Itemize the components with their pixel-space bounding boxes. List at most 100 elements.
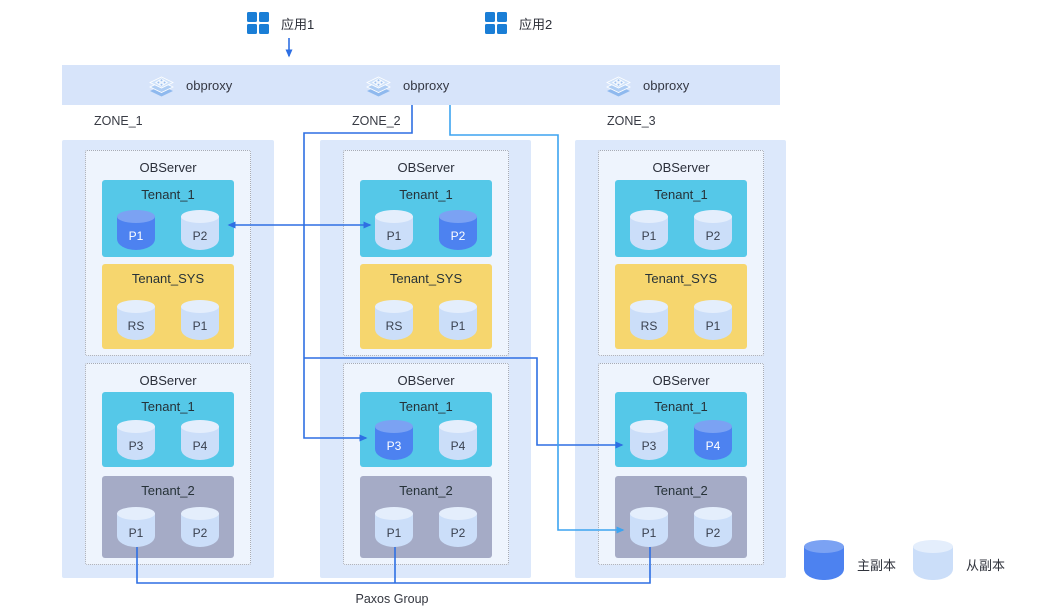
zone2-observer-top: OBServer Tenant_1 P1 P2 Tenant_SYS RS P1 — [343, 150, 509, 356]
partition-label: P4 — [192, 438, 208, 453]
zone3-observer-top: OBServer Tenant_1 P1 P2 Tenant_SYS RS P1 — [598, 150, 764, 356]
tenant-label: Tenant_SYS — [644, 271, 718, 286]
partition-cylinder-secondary: P4 — [181, 420, 219, 460]
tenant-label: Tenant_2 — [654, 483, 708, 498]
partition-cylinder-secondary: P1 — [117, 507, 155, 547]
partition-label: P2 — [450, 525, 466, 540]
obproxy-label: obproxy — [403, 77, 450, 93]
partition-cylinder-secondary: P1 — [694, 300, 732, 340]
partition-label: P1 — [705, 318, 721, 333]
partition-label: P2 — [705, 525, 721, 540]
partition-cylinder-secondary: P3 — [117, 420, 155, 460]
zone1-observer-top: OBServer Tenant_1 P1 P2 Tenant_SYS RS P1 — [85, 150, 251, 356]
zone3-tenant-sys: Tenant_SYS RS P1 — [615, 264, 747, 349]
partition-label: P3 — [641, 438, 657, 453]
partition-label: P4 — [705, 438, 721, 453]
partition-label: P2 — [705, 228, 721, 243]
partition-cylinder-secondary: P2 — [181, 210, 219, 250]
partition-cylinder-secondary: P1 — [375, 210, 413, 250]
partition-cylinder-secondary: RS — [375, 300, 413, 340]
observer-label: OBServer — [139, 373, 197, 388]
partition-label: P2 — [192, 525, 208, 540]
obproxy-stack-icon — [149, 76, 174, 96]
obproxy-bar: obproxy obproxy — [62, 65, 780, 105]
tenant-label: Tenant_SYS — [389, 271, 463, 286]
tenant-label: Tenant_1 — [399, 187, 453, 202]
partition-label: P1 — [192, 318, 208, 333]
partition-cylinder-secondary: P2 — [439, 507, 477, 547]
obproxy-node-3: obproxy — [605, 65, 689, 105]
partition-cylinder-primary: P4 — [694, 420, 732, 460]
tenant-label: Tenant_1 — [654, 399, 708, 414]
partition-cylinder-secondary: P2 — [694, 507, 732, 547]
tenant-label: Tenant_SYS — [131, 271, 205, 286]
tenant-label: Tenant_1 — [399, 399, 453, 414]
tenant-label: Tenant_2 — [399, 483, 453, 498]
zone1-observer-bottom: OBServer Tenant_1 P3 P4 Tenant_2 P1 P2 — [85, 363, 251, 565]
partition-label: P2 — [450, 228, 466, 243]
partition-label: P2 — [192, 228, 208, 243]
zone3-tenant-1-top: Tenant_1 P1 P2 — [615, 180, 747, 257]
tenant-label: Tenant_1 — [654, 187, 708, 202]
zone2-observer-bottom: OBServer Tenant_1 P3 P4 Tenant_2 P1 P2 — [343, 363, 509, 565]
obproxy-node-2: obproxy — [365, 65, 449, 105]
app-2-label: 应用2 — [519, 16, 553, 32]
partition-cylinder-secondary: P1 — [181, 300, 219, 340]
zone-3-panel: ZONE_3 OBServer Tenant_1 P1 P2 Tenant_SY… — [575, 114, 786, 578]
zone1-tenant-1-top: Tenant_1 P1 P2 — [102, 180, 234, 257]
legend-primary-label: 主副本 — [857, 558, 897, 573]
zone2-tenant-sys: Tenant_SYS RS P1 — [360, 264, 492, 349]
observer-label: OBServer — [139, 160, 197, 175]
app-1-node: 应用1 — [247, 12, 314, 34]
legend-primary-cylinder — [804, 540, 844, 580]
observer-label: OBServer — [397, 373, 455, 388]
partition-label: P4 — [450, 438, 466, 453]
tenant-label: Tenant_1 — [141, 399, 195, 414]
legend-secondary-label: 从副本 — [966, 558, 1006, 573]
obproxy-label: obproxy — [186, 77, 233, 93]
zone-2-panel: ZONE_2 OBServer Tenant_1 P1 P2 Tenant_SY… — [320, 114, 531, 578]
partition-cylinder-secondary: P2 — [181, 507, 219, 547]
partition-cylinder-secondary: P1 — [375, 507, 413, 547]
app-grid-icon — [485, 12, 507, 34]
obproxy-stack-icon — [606, 76, 631, 96]
zone-1-panel: ZONE_1 OBServer Tenant_1 P1 P2 Tenant_SY… — [62, 114, 274, 578]
partition-label: P3 — [128, 438, 144, 453]
legend-secondary-cylinder — [913, 540, 953, 580]
partition-cylinder-secondary: RS — [117, 300, 155, 340]
partition-cylinder-secondary: P1 — [439, 300, 477, 340]
partition-cylinder-secondary: P3 — [630, 420, 668, 460]
partition-cylinder-primary: P1 — [117, 210, 155, 250]
partition-cylinder-primary: P3 — [375, 420, 413, 460]
tenant-label: Tenant_1 — [141, 187, 195, 202]
zone3-observer-bottom: OBServer Tenant_1 P3 P4 Tenant_2 P1 P2 — [598, 363, 764, 565]
paxos-group-label: Paxos Group — [355, 592, 429, 606]
obproxy-stack-icon — [366, 76, 391, 96]
partition-label: P1 — [450, 318, 466, 333]
zone2-tenant-2: Tenant_2 P1 P2 — [360, 476, 492, 558]
zone-2-label: ZONE_2 — [352, 114, 401, 128]
partition-cylinder-secondary: P1 — [630, 210, 668, 250]
partition-label: P1 — [386, 228, 402, 243]
zone3-tenant-2: Tenant_2 P1 P2 — [615, 476, 747, 558]
partition-label: RS — [385, 318, 403, 333]
zone1-tenant-1-bottom: Tenant_1 P3 P4 — [102, 392, 234, 467]
obproxy-label: obproxy — [643, 77, 690, 93]
partition-cylinder-secondary: RS — [630, 300, 668, 340]
observer-label: OBServer — [652, 373, 710, 388]
partition-label: P1 — [386, 525, 402, 540]
zone1-tenant-sys: Tenant_SYS RS P1 — [102, 264, 234, 349]
partition-cylinder-secondary: P1 — [630, 507, 668, 547]
partition-label: P1 — [128, 228, 144, 243]
partition-label: RS — [640, 318, 658, 333]
app-2-node: 应用2 — [485, 12, 552, 34]
tenant-label: Tenant_2 — [141, 483, 195, 498]
zone-1-label: ZONE_1 — [94, 114, 143, 128]
zone2-tenant-1-top: Tenant_1 P1 P2 — [360, 180, 492, 257]
partition-label: P1 — [641, 228, 657, 243]
zone3-tenant-1-bottom: Tenant_1 P3 P4 — [615, 392, 747, 467]
app-1-label: 应用1 — [281, 16, 315, 32]
partition-cylinder-secondary: P4 — [439, 420, 477, 460]
observer-label: OBServer — [652, 160, 710, 175]
